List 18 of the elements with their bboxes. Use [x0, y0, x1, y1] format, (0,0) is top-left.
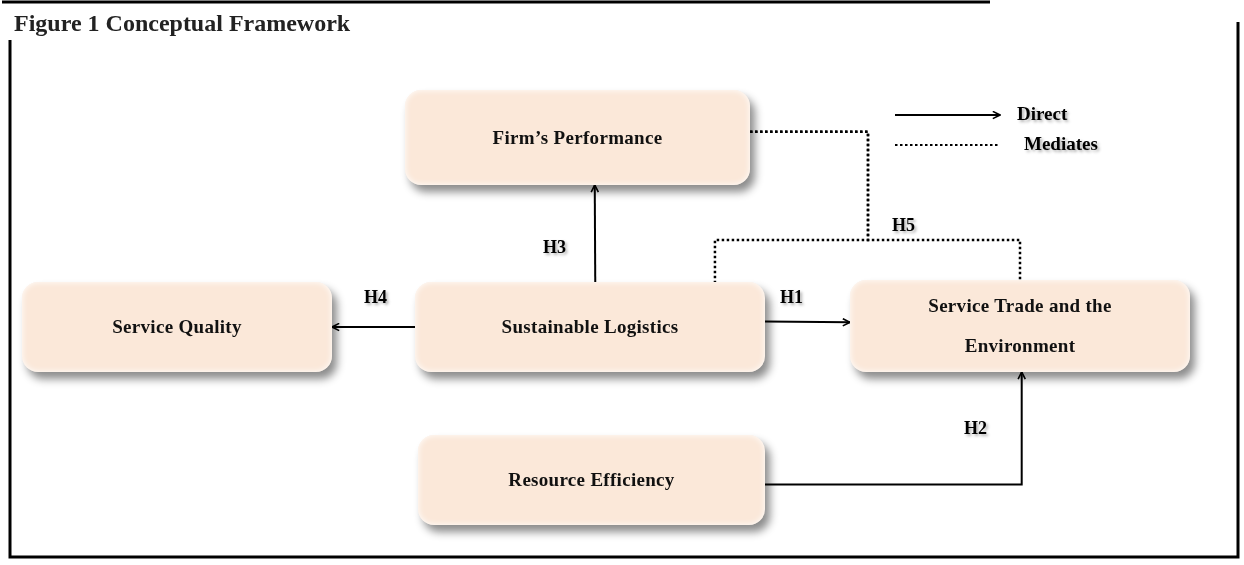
box-label: Service Trade and the Environment [927, 294, 1113, 358]
process-box [418, 435, 765, 525]
box-label: Resource Efficiency [508, 468, 675, 492]
legend-label: Direct [1017, 103, 1068, 125]
arrow [590, 184, 600, 283]
box-label: Service Quality [112, 315, 242, 339]
legend-label: Mediates [1024, 133, 1098, 155]
dotted-connector [750, 130, 1022, 280]
arrow [764, 371, 1027, 486]
process-box [405, 90, 750, 185]
process-box [415, 282, 765, 372]
figure-title: Figure 1 Conceptual Framework [14, 10, 351, 37]
arrow [764, 317, 851, 327]
box-label: Sustainable Logistics [501, 315, 679, 339]
process-box [850, 280, 1190, 372]
process-box [22, 282, 332, 372]
box-label: Firm’s Performance [492, 125, 663, 150]
arrow [331, 322, 416, 332]
